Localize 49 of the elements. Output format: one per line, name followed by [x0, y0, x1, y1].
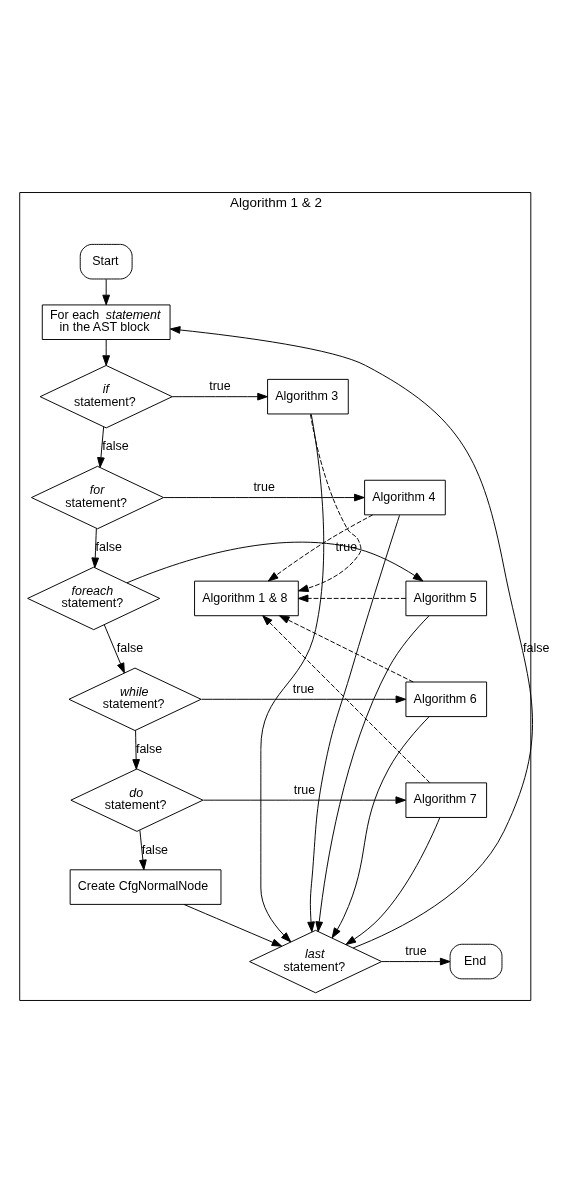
arrow: [171, 392, 268, 401]
arrow: [345, 816, 441, 945]
arrow: [126, 541, 424, 583]
node-diamond: for statement?: [31, 465, 165, 529]
arrow: [97, 425, 105, 468]
node-diamond: if statement?: [39, 364, 173, 428]
node-box: Algorithm 5: [405, 580, 488, 616]
node-box: Algorithm 6: [405, 681, 488, 717]
arrow: [297, 594, 407, 602]
arrow: [262, 614, 431, 783]
arrow: [267, 513, 374, 581]
arrow: [381, 957, 451, 965]
edge-label: false: [102, 438, 129, 453]
edge-label: true: [253, 479, 275, 494]
edge-label: true: [209, 378, 231, 393]
arrow: [183, 903, 283, 947]
edge-label: true: [292, 681, 315, 696]
edge-label: false: [141, 842, 169, 857]
arrow: [202, 795, 407, 804]
edge-label: true: [293, 782, 316, 797]
arrow: [91, 527, 100, 568]
node-diamond: do statement?: [70, 767, 204, 832]
node-box: Start: [79, 243, 133, 279]
arrow: [102, 278, 111, 305]
arrow: [331, 715, 430, 938]
node-box: Create CfgNormalNode: [69, 868, 222, 905]
node-box: Algorithm 4: [364, 479, 446, 515]
arrow: [260, 413, 325, 942]
arrow: [315, 615, 430, 932]
arrow: [278, 614, 414, 682]
node-diamond: while statement?: [68, 667, 202, 731]
arrow: [200, 694, 407, 703]
arrow: [103, 623, 125, 673]
edge-label: true: [405, 943, 427, 958]
arrow: [169, 325, 533, 948]
arrow: [139, 829, 147, 870]
arrow: [307, 514, 400, 932]
node-box: Algorithm 3: [267, 378, 349, 414]
arrow: [163, 493, 365, 501]
edge-label: false: [116, 640, 144, 655]
arrow: [102, 338, 111, 366]
arrow: [132, 729, 140, 770]
node-diamond: foreach statement?: [27, 566, 161, 630]
edge-label: false: [135, 741, 163, 756]
node-box: Algorithm 1 & 8: [194, 580, 299, 616]
node-box: End: [449, 943, 503, 979]
node-box: Algorithm 7: [405, 781, 488, 818]
node-box: For each statement in the AST block: [41, 303, 171, 340]
arrow: [298, 413, 362, 592]
